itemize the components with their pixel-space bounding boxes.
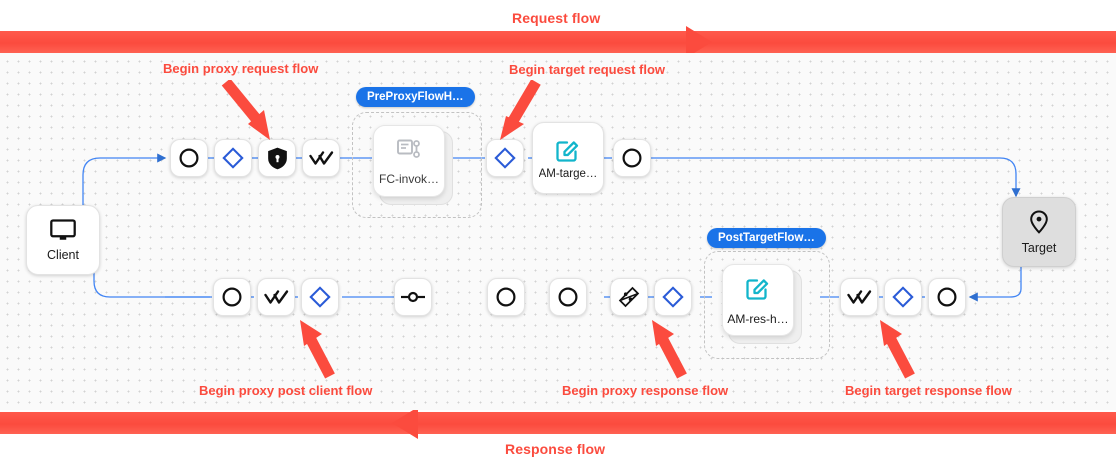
- preproxyflow-group[interactable]: [352, 112, 482, 218]
- preproxyflow-group-pill[interactable]: PreProxyFlowH…: [356, 87, 475, 107]
- am-res-handler-policy-label: AM-res-h…: [727, 311, 789, 326]
- am-target-policy[interactable]: AM-targe…: [532, 122, 604, 194]
- response-step-target-response-diamond[interactable]: [884, 278, 922, 316]
- target-node-label: Target: [1021, 240, 1057, 255]
- circle-icon: [178, 147, 200, 169]
- diamond-icon: [309, 286, 331, 308]
- posttargetflow-group-pill[interactable]: PostTargetFlow…: [707, 228, 826, 248]
- request-band-notch: [686, 22, 1116, 31]
- shield-lock-icon: [267, 147, 288, 170]
- request-step-flow-diamond[interactable]: [214, 139, 252, 177]
- target-request-flow-diamond[interactable]: [486, 139, 524, 177]
- request-step-end-circle[interactable]: [613, 139, 651, 177]
- double-check-icon: [846, 288, 872, 306]
- annotation-begin-proxy-post-client-flow: Begin proxy post client flow: [199, 383, 373, 398]
- fc-invoke-policy[interactable]: FC-invok…: [373, 125, 457, 209]
- annotation-begin-proxy-request-flow: Begin proxy request flow: [163, 61, 319, 76]
- broadcast-icon: [617, 285, 641, 309]
- response-step-proxy-response-diamond[interactable]: [654, 278, 692, 316]
- client-node[interactable]: Client: [26, 205, 100, 275]
- response-step-double-check-right[interactable]: [840, 278, 878, 316]
- response-flow-bar: [0, 412, 1116, 434]
- annotation-begin-proxy-response-flow: Begin proxy response flow: [562, 383, 729, 398]
- monitor-icon: [50, 218, 76, 241]
- diamond-icon: [892, 286, 914, 308]
- circle-icon: [557, 286, 579, 308]
- response-step-circle-4[interactable]: [928, 278, 966, 316]
- policy-card[interactable]: AM-res-h…: [722, 264, 794, 336]
- response-flow-arrowhead: [392, 407, 418, 439]
- edge-connectors: [82, 153, 1022, 302]
- response-band-notch: [0, 434, 418, 446]
- circle-icon: [221, 286, 243, 308]
- diagram-canvas[interactable]: Client: [0, 53, 1116, 410]
- double-check-icon: [263, 288, 289, 306]
- diamond-icon: [222, 147, 244, 169]
- circle-icon: [621, 147, 643, 169]
- double-check-icon: [308, 149, 334, 167]
- request-step-start-circle[interactable]: [170, 139, 208, 177]
- fc-invoke-policy-label: FC-invok…: [378, 171, 439, 186]
- diamond-icon: [662, 286, 684, 308]
- request-flow-arrowhead: [686, 26, 712, 58]
- response-flow-band: [0, 407, 1116, 446]
- policy-card[interactable]: FC-invok…: [373, 125, 445, 197]
- location-pin-icon: [1029, 209, 1049, 234]
- request-step-security-shield[interactable]: [258, 139, 296, 177]
- circle-icon: [936, 286, 958, 308]
- am-target-policy-label: AM-targe…: [538, 167, 598, 180]
- response-step-post-client-diamond[interactable]: [301, 278, 339, 316]
- response-step-broadcast[interactable]: [610, 278, 648, 316]
- response-flow-label: Response flow: [505, 441, 606, 457]
- target-node[interactable]: Target: [1002, 197, 1076, 267]
- response-step-circle-1[interactable]: [213, 278, 251, 316]
- edit-square-icon: [745, 275, 771, 306]
- am-res-handler-policy[interactable]: AM-res-h…: [722, 264, 806, 348]
- client-node-label: Client: [47, 247, 79, 262]
- request-flow-band: [0, 22, 1116, 58]
- posttargetflow-group[interactable]: [704, 251, 830, 359]
- junction-icon: [400, 290, 426, 304]
- response-step-circle-3[interactable]: [549, 278, 587, 316]
- script-flow-icon: [396, 137, 422, 166]
- request-step-double-check[interactable]: [302, 139, 340, 177]
- response-step-junction[interactable]: [394, 278, 432, 316]
- annotation-begin-target-request-flow: Begin target request flow: [509, 62, 666, 77]
- response-step-circle-2[interactable]: [487, 278, 525, 316]
- request-flow-label: Request flow: [512, 10, 601, 26]
- diamond-icon: [494, 147, 516, 169]
- circle-icon: [495, 286, 517, 308]
- edit-square-icon: [555, 137, 581, 163]
- request-flow-bar: [0, 31, 1116, 53]
- response-step-double-check[interactable]: [257, 278, 295, 316]
- annotation-begin-target-response-flow: Begin target response flow: [845, 383, 1012, 398]
